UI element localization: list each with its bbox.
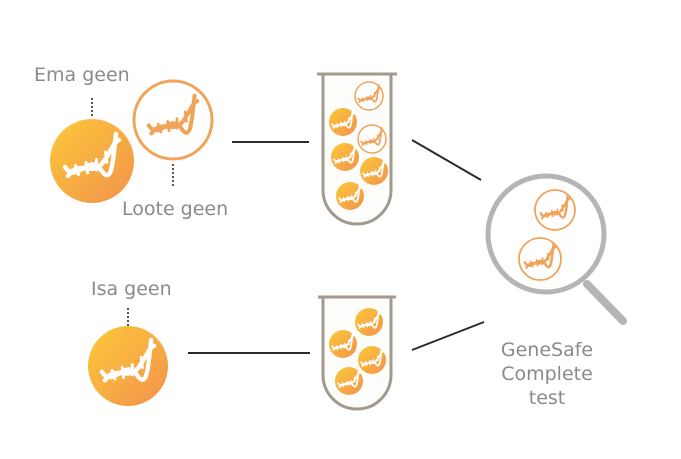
tube-cell-filled [329, 330, 357, 358]
test-tube-icon [317, 72, 397, 226]
mother-gene-circle [50, 119, 134, 203]
fetal-gene-circle [132, 79, 214, 161]
tube-cell-filled [355, 308, 383, 336]
fetal-gene-label: Loote geen [122, 198, 228, 220]
tube-cell-filled [329, 108, 357, 136]
tube-cell-filled [336, 182, 364, 210]
magnifier-icon [485, 173, 627, 325]
test-tube-icon [318, 295, 396, 411]
test-label-line3: test [529, 387, 566, 409]
test-name-label: GeneSafe Complete test [501, 339, 593, 409]
mother-gene-label: Ema geen [34, 64, 130, 86]
tube-cell-outline [357, 124, 387, 154]
tube-cell-outline [354, 81, 384, 111]
father-gene-group: Isa geen [88, 278, 172, 406]
test-label-line1: GeneSafe [501, 339, 593, 361]
magnified-cell [534, 189, 576, 231]
test-label-line2: Complete [501, 363, 593, 385]
magnified-cell [518, 237, 562, 281]
mother-gene-group: Ema geen [34, 64, 134, 203]
tube-cell-filled [358, 346, 386, 374]
father-gene-circle [88, 326, 168, 406]
connector-line [411, 139, 482, 181]
tube-cell-filled [335, 367, 363, 395]
fetal-gene-group: Loote geen [122, 79, 228, 220]
connector-line [411, 321, 485, 351]
tube-cell-filled [331, 143, 359, 171]
tube-cell-filled [360, 157, 388, 185]
father-gene-label: Isa geen [91, 278, 172, 300]
